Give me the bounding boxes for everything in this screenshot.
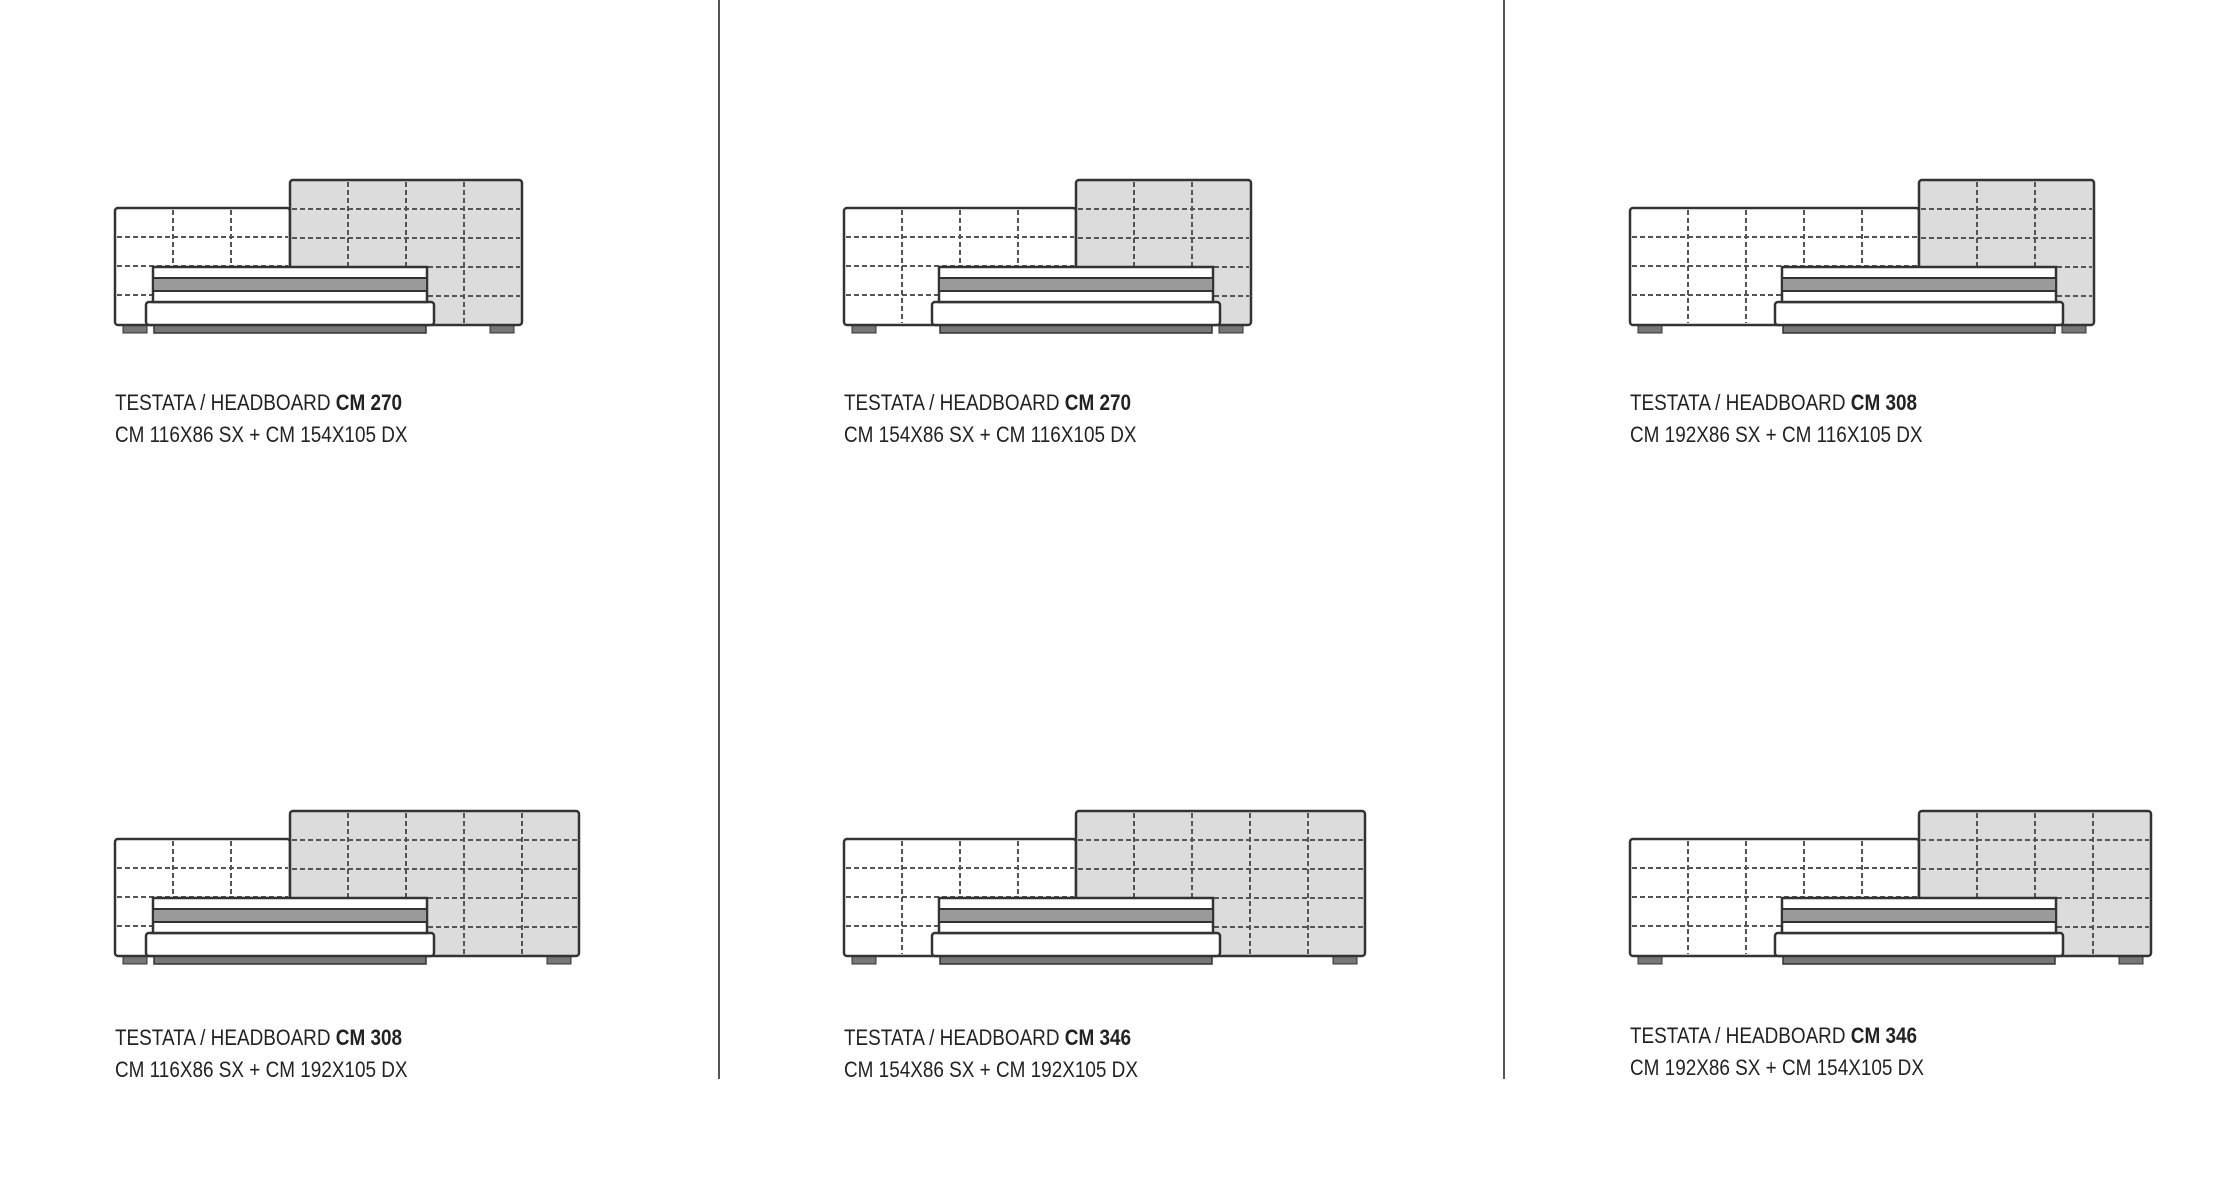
- caption-prefix: TESTATA / HEADBOARD: [844, 390, 1060, 415]
- caption-total: CM 270: [335, 390, 403, 415]
- bed-drawing: [842, 809, 1367, 965]
- caption-detail: CM 116X86 SX + CM 192X105 DX: [115, 1057, 408, 1082]
- caption-title: TESTATA / HEADBOARD CM 270: [115, 387, 402, 419]
- caption-detail: CM 154X86 SX + CM 192X105 DX: [844, 1057, 1138, 1082]
- mattress-stripe: [1781, 277, 2057, 292]
- headboard-config-4: TESTATA / HEADBOARD CM 308 CM 116X86 SX …: [113, 809, 581, 1082]
- bed-drawing: [113, 178, 524, 334]
- headboard-config-2: TESTATA / HEADBOARD CM 270 CM 154X86 SX …: [842, 178, 1253, 447]
- caption-total: CM 270: [1064, 390, 1132, 415]
- bed-drawing: [842, 178, 1253, 334]
- column-divider: [1503, 0, 1505, 1079]
- caption-total: CM 308: [1850, 390, 1918, 415]
- caption-prefix: TESTATA / HEADBOARD: [115, 1025, 331, 1050]
- column-divider: [718, 0, 720, 1079]
- bed-drawing: [1628, 809, 2153, 965]
- mattress-stripe: [1781, 908, 2057, 923]
- caption-title: TESTATA / HEADBOARD CM 308: [1630, 387, 1917, 419]
- headboard-config-3: TESTATA / HEADBOARD CM 308 CM 192X86 SX …: [1628, 178, 2096, 447]
- caption-prefix: TESTATA / HEADBOARD: [115, 390, 331, 415]
- caption-total: CM 346: [1064, 1025, 1132, 1050]
- bed-base: [1773, 931, 2065, 958]
- mattress-stripe: [152, 277, 428, 292]
- mattress-stripe: [152, 908, 428, 923]
- caption-title: TESTATA / HEADBOARD CM 346: [1630, 1020, 1917, 1052]
- caption-detail: CM 116X86 SX + CM 154X105 DX: [115, 422, 408, 447]
- headboard-config-6: TESTATA / HEADBOARD CM 346 CM 192X86 SX …: [1628, 809, 2153, 1080]
- caption-detail: CM 154X86 SX + CM 116X105 DX: [844, 422, 1137, 447]
- caption-title: TESTATA / HEADBOARD CM 346: [844, 1022, 1131, 1054]
- bed-base: [930, 300, 1222, 327]
- caption-prefix: TESTATA / HEADBOARD: [1630, 390, 1846, 415]
- bed-base: [144, 300, 436, 327]
- caption-total: CM 308: [335, 1025, 403, 1050]
- bed-base: [930, 931, 1222, 958]
- bed-base: [1773, 300, 2065, 327]
- bed-drawing: [113, 809, 581, 965]
- bed-base: [144, 931, 436, 958]
- caption-detail: CM 192X86 SX + CM 154X105 DX: [1630, 1055, 1924, 1080]
- caption-title: TESTATA / HEADBOARD CM 308: [115, 1022, 402, 1054]
- bed-drawing: [1628, 178, 2096, 334]
- caption-detail: CM 192X86 SX + CM 116X105 DX: [1630, 422, 1923, 447]
- headboard-config-5: TESTATA / HEADBOARD CM 346 CM 154X86 SX …: [842, 809, 1367, 1082]
- mattress-stripe: [938, 908, 1214, 923]
- headboard-config-1: TESTATA / HEADBOARD CM 270 CM 116X86 SX …: [113, 178, 524, 447]
- caption-prefix: TESTATA / HEADBOARD: [844, 1025, 1060, 1050]
- caption-prefix: TESTATA / HEADBOARD: [1630, 1023, 1846, 1048]
- mattress-stripe: [938, 277, 1214, 292]
- caption-title: TESTATA / HEADBOARD CM 270: [844, 387, 1131, 419]
- caption-total: CM 346: [1850, 1023, 1918, 1048]
